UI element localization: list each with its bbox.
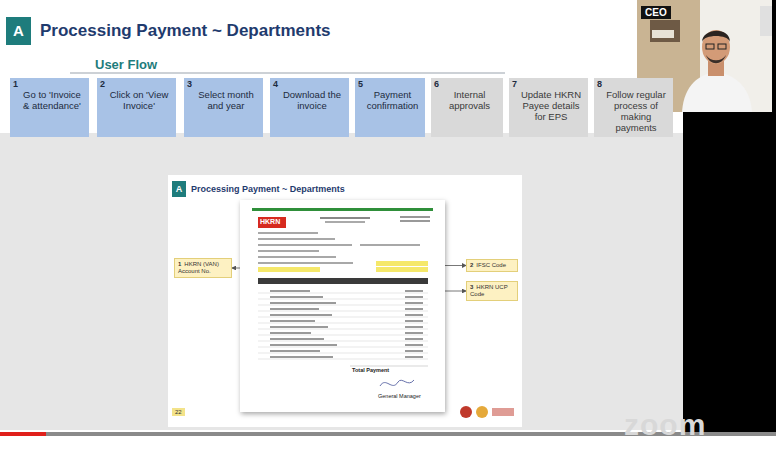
invoice-graphics bbox=[240, 200, 445, 412]
flow-step: 7Update HKRN Payee details for EPS bbox=[509, 78, 588, 137]
embedded-slide: A Processing Payment ~ Departments 1HKRN (… bbox=[168, 175, 522, 427]
callout-box: 3HKRN UCP Code bbox=[466, 281, 518, 301]
step-text: Follow regular process of making payment… bbox=[603, 89, 669, 133]
step-number: 8 bbox=[597, 79, 602, 89]
document-illustration bbox=[240, 200, 445, 416]
callout-text: IFSC Code bbox=[476, 262, 506, 268]
callout-box: 1HKRN (VAN) Account No. bbox=[174, 258, 232, 278]
step-number: 2 bbox=[100, 79, 105, 89]
logo-icons bbox=[458, 404, 518, 420]
step-text: Download the invoice bbox=[279, 89, 345, 111]
step-number: 6 bbox=[434, 79, 439, 89]
flow-step: 4Download the invoice bbox=[270, 78, 349, 137]
step-number: 3 bbox=[187, 79, 192, 89]
leader-arrow bbox=[232, 268, 240, 269]
step-text: Go to 'Invoice & attendance' bbox=[19, 89, 85, 111]
step-text: Select month and year bbox=[193, 89, 259, 111]
flow-step: 5Payment confirmation bbox=[355, 78, 425, 137]
callout-text: HKRN UCP Code bbox=[470, 284, 508, 297]
flow-step: 6Internal approvals bbox=[431, 78, 503, 137]
callout-box: 2IFSC Code bbox=[466, 259, 518, 272]
signatory-title: General Manager bbox=[378, 393, 421, 399]
logo-text: HKRN bbox=[260, 218, 280, 225]
callout-text: HKRN (VAN) Account No. bbox=[178, 261, 219, 274]
slide-title: Processing Payment ~ Departments bbox=[40, 21, 331, 41]
leader-arrow bbox=[445, 265, 466, 266]
leader-arrow bbox=[445, 291, 466, 292]
step-number: 5 bbox=[358, 79, 363, 89]
step-text: Update HKRN Payee details for EPS bbox=[518, 89, 584, 122]
step-text: Click on 'View Invoice' bbox=[106, 89, 172, 111]
invoice-document: HKRN Total PaymentGeneral Manager bbox=[240, 200, 445, 412]
flow-step: 8Follow regular process of making paymen… bbox=[594, 78, 673, 137]
callout-number: 3 bbox=[470, 284, 473, 290]
step-text: Internal approvals bbox=[440, 89, 499, 111]
total-label: Total Payment bbox=[352, 367, 389, 373]
footer-logos bbox=[458, 404, 518, 424]
callout-number: 1 bbox=[178, 261, 181, 267]
step-text: Payment confirmation bbox=[364, 89, 421, 111]
slide-title: Processing Payment ~ Departments bbox=[191, 184, 345, 194]
step-number: 4 bbox=[273, 79, 278, 89]
step-number: 7 bbox=[512, 79, 517, 89]
step-number: 1 bbox=[13, 79, 18, 89]
flow-step: 2Click on 'View Invoice' bbox=[97, 78, 176, 137]
participant-name: CEO bbox=[641, 6, 671, 19]
page-number: 22 bbox=[172, 408, 185, 416]
flow-step: 1Go to 'Invoice & attendance' bbox=[10, 78, 89, 137]
section-badge: A bbox=[6, 17, 31, 45]
section-badge: A bbox=[172, 181, 186, 197]
callout-number: 2 bbox=[470, 262, 473, 268]
flow-step: 3Select month and year bbox=[184, 78, 263, 137]
section-heading: User Flow bbox=[95, 57, 157, 72]
zoom-watermark: zoom bbox=[624, 408, 706, 442]
